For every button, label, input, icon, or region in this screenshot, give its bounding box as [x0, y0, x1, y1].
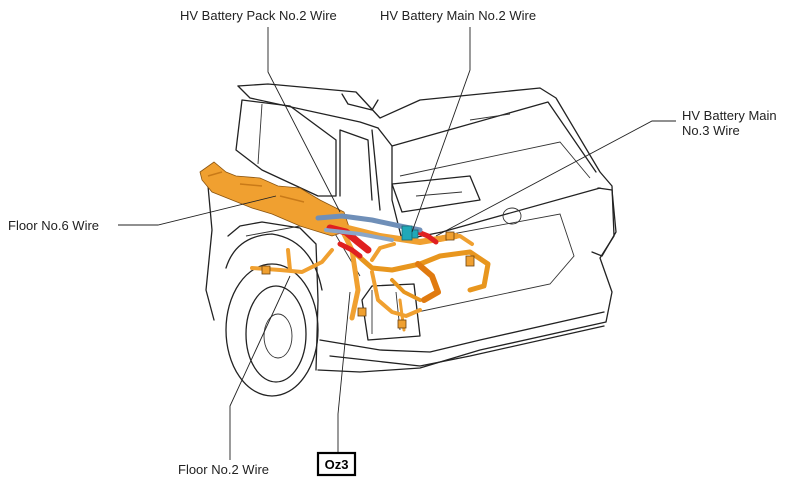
harness-bundle — [250, 209, 491, 332]
label-floor-no6-wire: Floor No.6 Wire — [8, 218, 99, 233]
leader-hv-battery-pack-no2 — [267, 27, 341, 213]
floor-mat-harness-shape — [199, 161, 351, 237]
vehicle-body — [205, 83, 617, 397]
leader-oz3 — [337, 291, 351, 452]
badge-code: Oz3 — [325, 457, 349, 472]
label-hv-battery-main-no3-wire-line2: No.3 Wire — [682, 123, 740, 138]
labels: HV Battery Pack No.2 Wire HV Battery Mai… — [8, 8, 777, 477]
label-hv-battery-main-no2-wire: HV Battery Main No.2 Wire — [380, 8, 536, 23]
leader-lines — [118, 27, 676, 460]
badge-frame — [316, 451, 357, 477]
leader-floor-no6 — [118, 195, 277, 226]
leader-hv-battery-main-no3 — [435, 120, 676, 237]
leader-floor-no2 — [229, 275, 291, 460]
label-hv-battery-pack-no2-wire: HV Battery Pack No.2 Wire — [180, 8, 337, 23]
floor-no6-wire-harness — [199, 161, 351, 237]
leader-hv-battery-main-no2 — [411, 27, 471, 233]
label-floor-no2-wire: Floor No.2 Wire — [178, 462, 269, 477]
connector-code-badge: Oz3 — [316, 451, 357, 477]
label-hv-battery-main-no3-wire-line1: HV Battery Main — [682, 108, 777, 123]
